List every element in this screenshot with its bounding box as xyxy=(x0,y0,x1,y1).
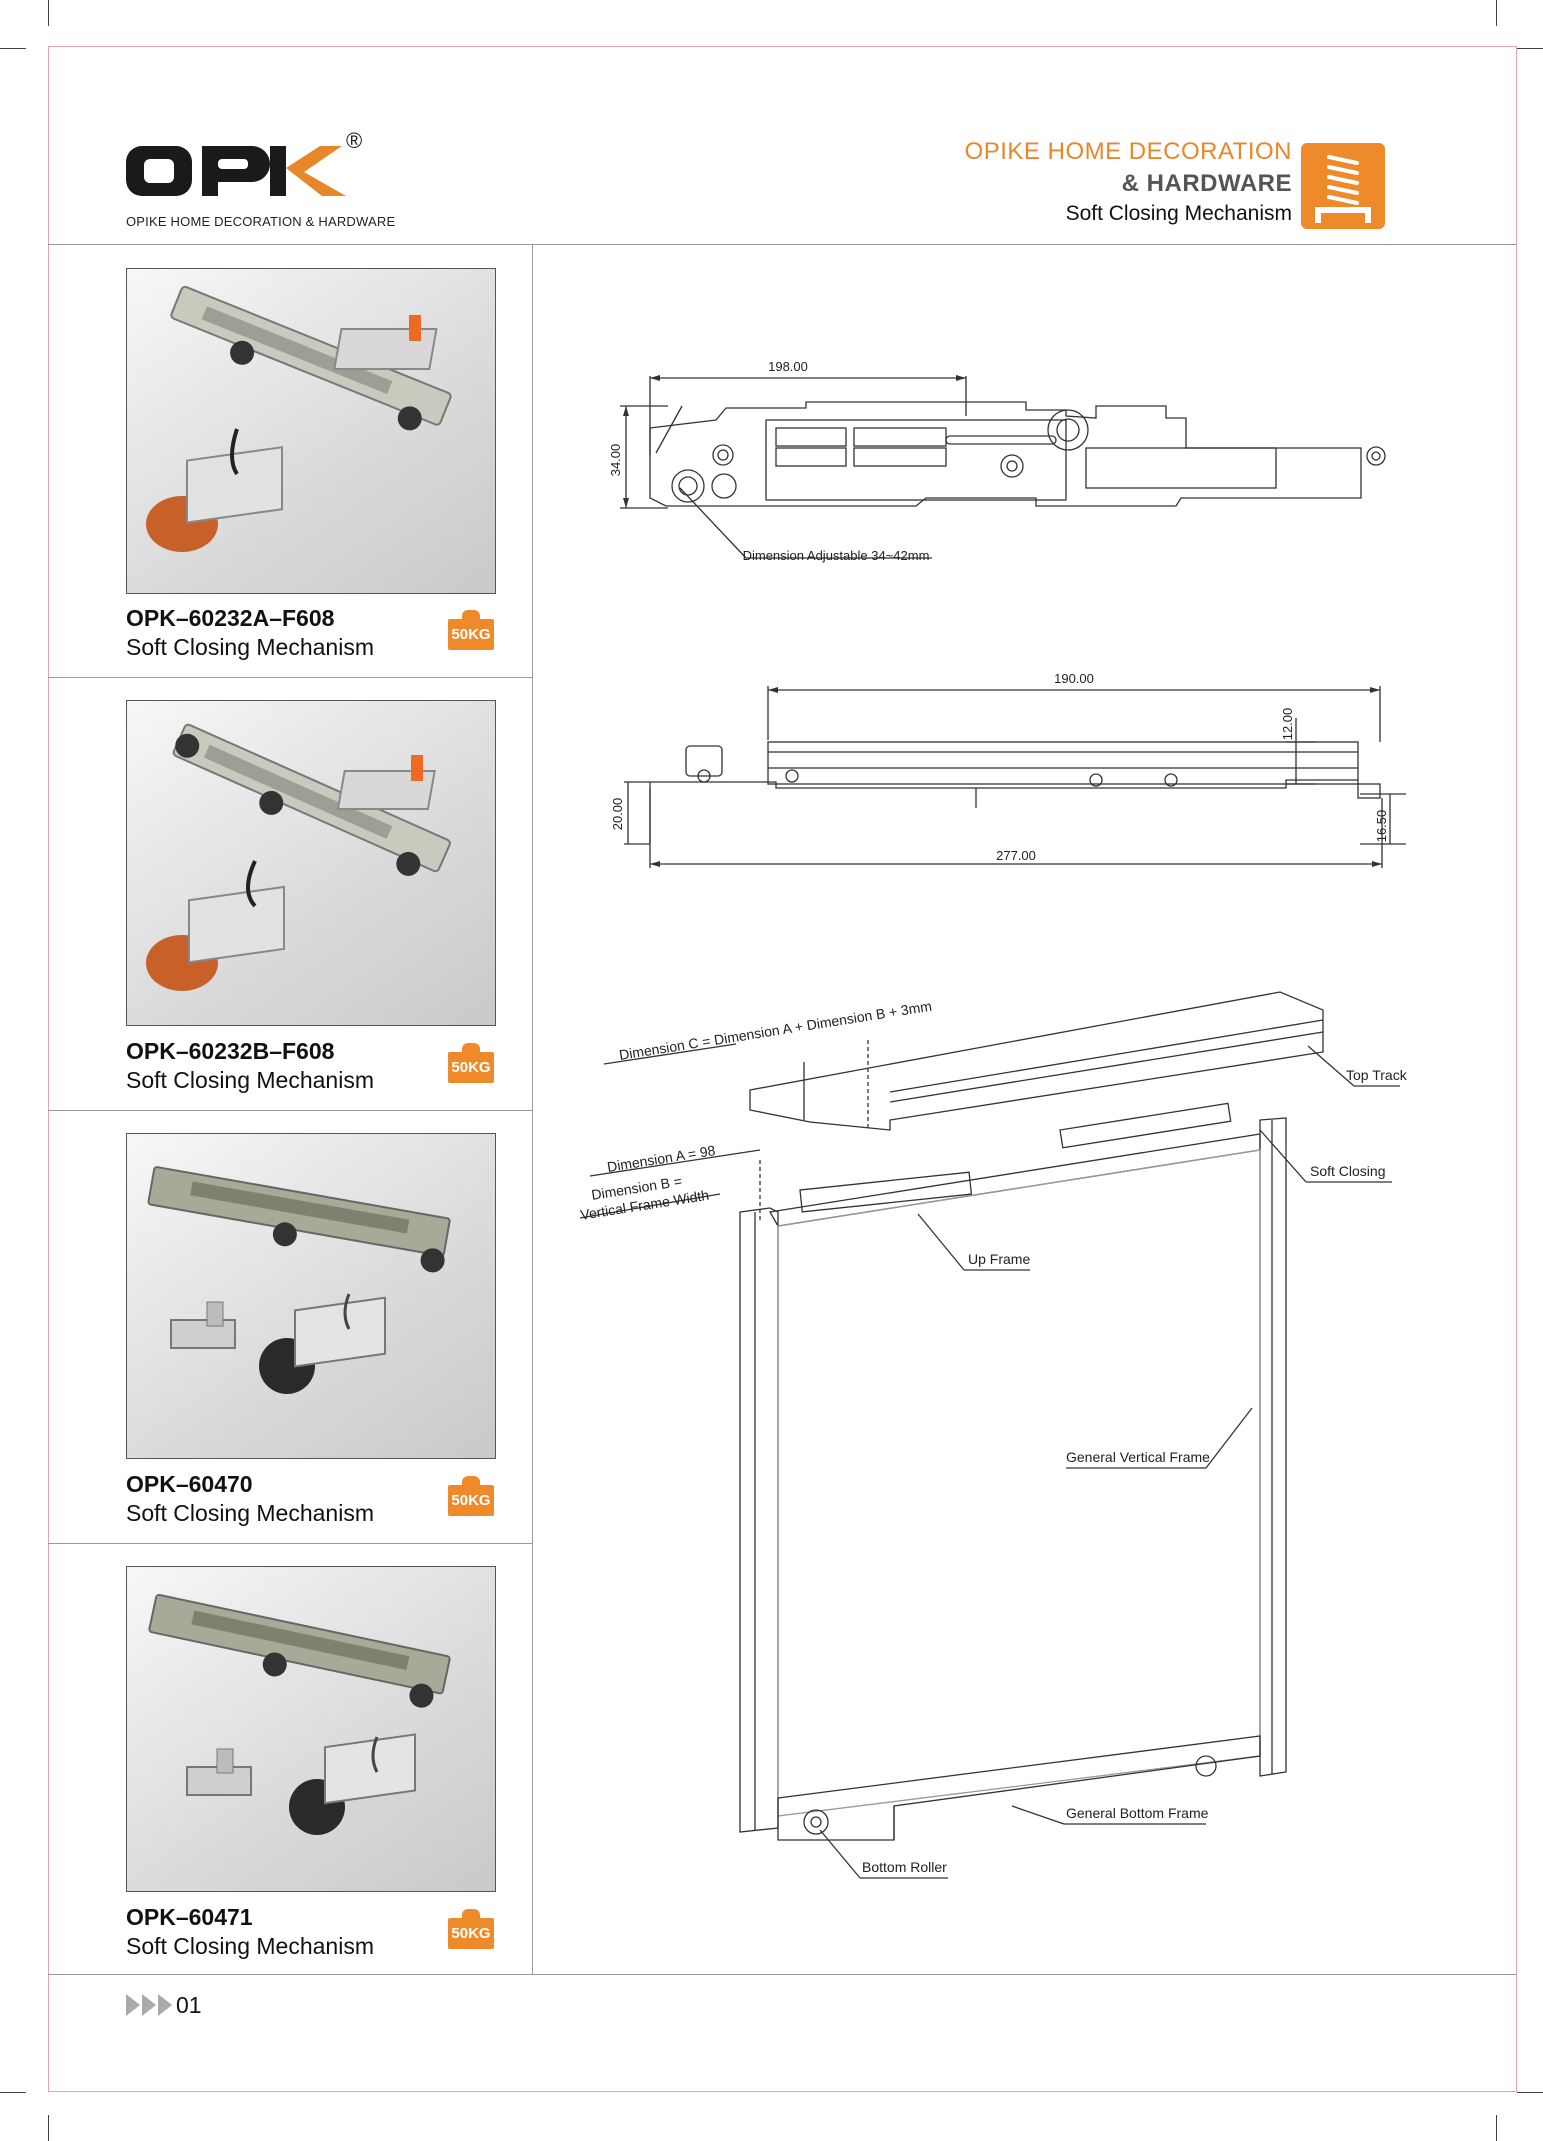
product-code: OPK–60232A–F608 xyxy=(126,605,335,631)
up-frame-label: Up Frame xyxy=(968,1251,1030,1267)
crop-mark xyxy=(48,2115,49,2141)
top-track-label: Top Track xyxy=(1346,1067,1408,1083)
dim-height-label: 34.00 xyxy=(608,444,623,477)
assembly-drawing: Dimension C = Dimension A + Dimension B … xyxy=(579,991,1408,1879)
product-description: Soft Closing Mechanism xyxy=(126,634,374,660)
product-photo xyxy=(126,1133,496,1459)
crop-mark xyxy=(1496,0,1497,26)
product-description: Soft Closing Mechanism xyxy=(126,1067,374,1093)
product-photo xyxy=(126,1566,496,1892)
dimension-a-label: Dimension A = 98 xyxy=(606,1142,717,1175)
page-number: 01 xyxy=(176,1992,202,2018)
crop-mark xyxy=(48,0,49,26)
dimension-c-label: Dimension C = Dimension A + Dimension B … xyxy=(618,998,933,1063)
header-title-block: OPIKE HOME DECORATION & HARDWARE Soft Cl… xyxy=(880,138,1292,226)
top-view-drawing: 198.00 34.00 Dimension Adjustable 34~42m… xyxy=(608,359,1386,563)
spring-icon xyxy=(1301,143,1385,229)
header-line1: OPIKE HOME DECORATION xyxy=(964,138,1292,165)
dim-top-label: 12.00 xyxy=(1280,708,1295,741)
load-badge: 50KG xyxy=(448,1043,494,1083)
product-description: Soft Closing Mechanism xyxy=(126,1933,374,1959)
dim-total-label: 277.00 xyxy=(996,848,1036,863)
crop-mark xyxy=(1517,48,1543,49)
header-divider xyxy=(48,244,1517,245)
header-line3: Soft Closing Mechanism xyxy=(1065,202,1292,225)
load-badge: 50KG xyxy=(448,610,494,650)
soft-closing-label: Soft Closing xyxy=(1310,1163,1385,1179)
footer-divider xyxy=(48,1974,1517,1975)
dim-length-label: 190.00 xyxy=(1054,671,1094,686)
product-code: OPK–60232B–F608 xyxy=(126,1038,335,1064)
load-label: 50KG xyxy=(448,1485,494,1516)
product-photo xyxy=(126,268,496,594)
product-code: OPK–60471 xyxy=(126,1904,253,1930)
header-line2: & HARDWARE xyxy=(1121,170,1292,197)
row-divider xyxy=(48,1110,532,1111)
crop-mark xyxy=(1496,2115,1497,2141)
brand-logo: ® OPIKE HOME DECORATION & HARDWARE xyxy=(124,128,395,229)
dim-length-label: 198.00 xyxy=(768,359,808,374)
column-divider xyxy=(532,244,533,1974)
general-bottom-frame-label: General Bottom Frame xyxy=(1066,1805,1209,1821)
bottom-roller-label: Bottom Roller xyxy=(862,1859,947,1875)
dim-right-label: 16.50 xyxy=(1374,810,1389,843)
product-description: Soft Closing Mechanism xyxy=(126,1500,374,1526)
page-arrow-icon xyxy=(126,1994,140,2016)
load-badge: 50KG xyxy=(448,1476,494,1516)
page-arrow-icon xyxy=(158,1994,172,2016)
row-divider xyxy=(48,1543,532,1544)
crop-mark xyxy=(1517,2092,1543,2093)
side-view-drawing: 190.00 12.00 20.00 16.50 277.00 xyxy=(610,671,1406,868)
dim-left-label: 20.00 xyxy=(610,798,625,831)
general-vertical-frame-label: General Vertical Frame xyxy=(1066,1449,1210,1465)
load-label: 50KG xyxy=(448,1052,494,1083)
opk-logo-icon xyxy=(126,146,346,196)
load-label: 50KG xyxy=(448,1918,494,1949)
load-badge: 50KG xyxy=(448,1909,494,1949)
crop-mark xyxy=(0,2092,26,2093)
product-photo xyxy=(126,700,496,1026)
registered-mark: ® xyxy=(346,128,363,153)
crop-mark xyxy=(0,48,26,49)
adjustable-note: Dimension Adjustable 34~42mm xyxy=(743,548,930,563)
row-divider xyxy=(48,677,532,678)
page-arrow-icon xyxy=(142,1994,156,2016)
page-frame xyxy=(48,46,1517,2092)
product-code: OPK–60470 xyxy=(126,1471,253,1497)
brand-subtitle: OPIKE HOME DECORATION & HARDWARE xyxy=(126,214,396,229)
load-label: 50KG xyxy=(448,619,494,650)
